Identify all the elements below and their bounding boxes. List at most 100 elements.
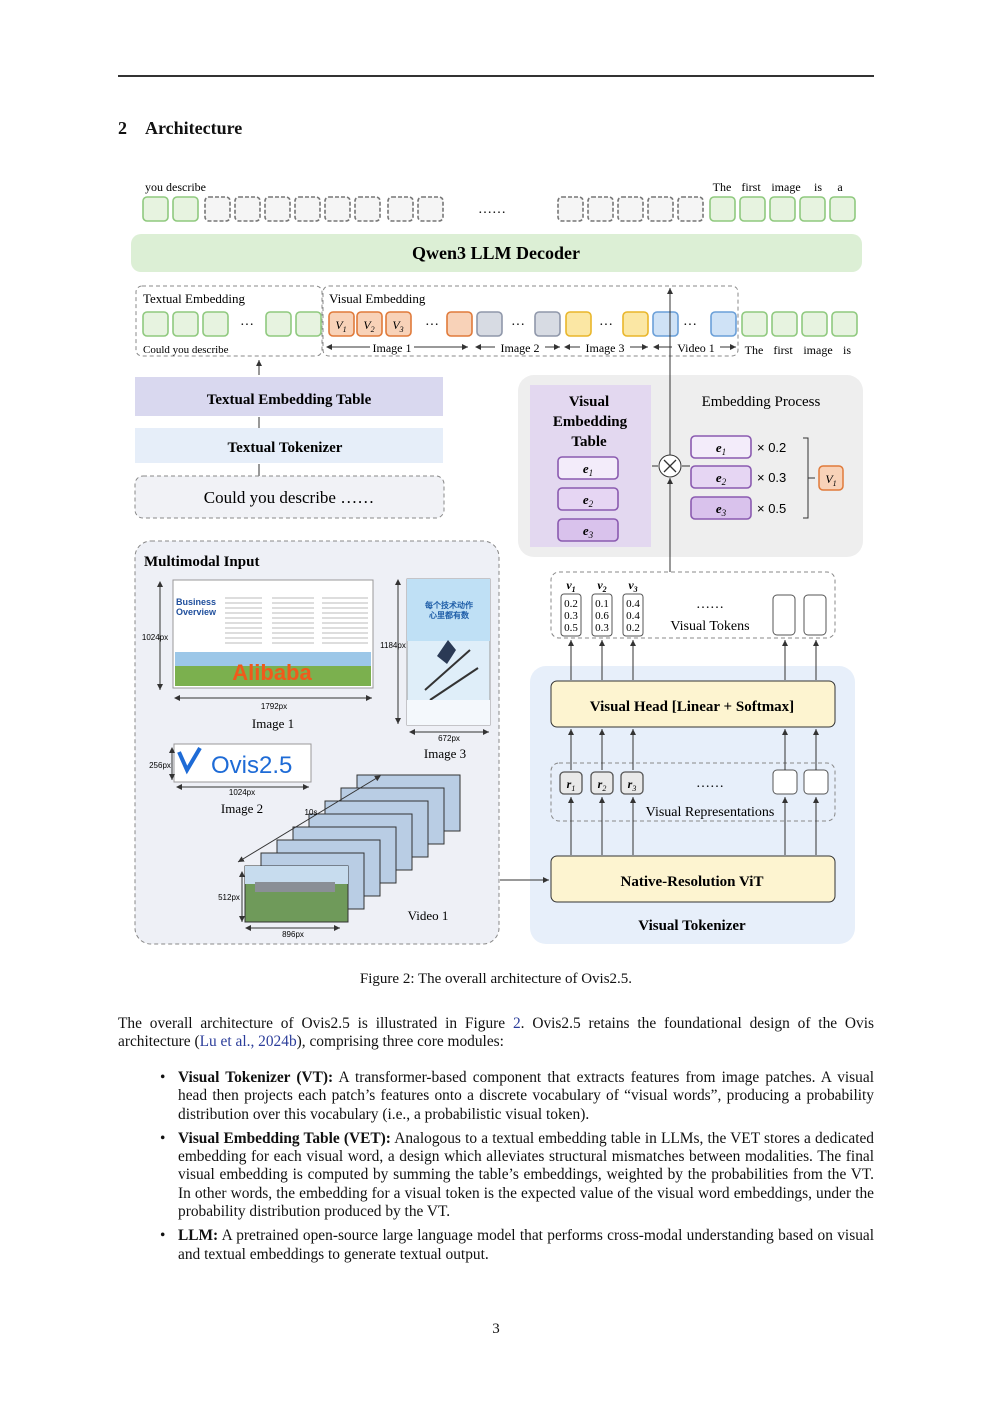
visual-tokenizer-arrows [568,640,819,855]
process-entry-label: e1 [716,440,726,457]
top-word: The [713,180,732,194]
top-dots: …… [478,202,506,217]
v-token-label: V3 [392,318,403,334]
v-value: 0.5 [564,622,578,634]
text-input-label: Could you describe …… [204,488,374,507]
text-input-box [134,475,445,519]
token [739,196,766,222]
token [769,196,796,222]
token [741,311,768,337]
vit-box [550,855,836,903]
vet-entry-label: e1 [583,461,593,478]
skier-figure [437,640,456,664]
token [557,196,584,222]
token [534,311,561,337]
token [265,311,292,337]
process-entry [690,435,752,459]
token [446,311,473,337]
decoder-box [131,234,862,272]
v-value: 0.2 [626,622,640,634]
process-weight: × 0.2 [757,440,786,455]
token [142,196,169,222]
token [172,311,199,337]
visual-representations-group [550,762,836,822]
token [565,311,592,337]
v-column-header: v2 [597,578,606,594]
list-item: •Visual Embedding Table (VET): Analogous… [160,1129,875,1221]
video-width-dim: 896px [282,930,304,939]
v-value: 0.3 [595,622,609,634]
ellipsis: ··· [240,318,254,333]
token [771,311,798,337]
v-column-header: v1 [566,578,575,594]
image1-text-lines [225,597,368,644]
v1-result-token [818,465,844,491]
video-frame-building [255,882,335,892]
token [617,196,644,222]
v-value: 0.2 [564,598,578,610]
token [356,311,383,337]
v-column-header: v3 [628,578,637,594]
token [677,196,704,222]
ovis-logo-text: Ovis2.5 [211,752,292,779]
intro-paragraph: The overall architecture of Ovis2.5 is i… [118,1015,875,1051]
list-item: •LLM: A pretrained open-source large lan… [160,1227,874,1263]
v-token-label: V1 [335,318,346,334]
process-entry [690,465,752,489]
ellipsis: ··· [511,318,525,333]
vet-entry-label: e2 [583,492,594,509]
token [234,196,261,222]
ovis-check-icon [177,746,202,775]
visual-representations-label: Visual Representations [646,805,775,820]
token [622,311,649,337]
top-word: first [741,180,761,194]
visual-embedding-group [322,285,739,357]
citation-link[interactable]: Lu et al., 2024b [199,1033,297,1051]
bottom-word: first [773,343,793,357]
token [387,196,414,222]
r-token-label: r1 [567,777,576,793]
figure-ref-link[interactable]: 2 [512,1015,521,1032]
image2-label: Image 2 [221,801,263,816]
vit-label: Native-Resolution ViT [621,874,764,890]
visual-tokenizer-label: Visual Tokenizer [638,918,746,934]
small-could-you-describe: Could you describe [143,344,229,356]
top-word: a [837,180,843,194]
video1-label: Video 1 [408,908,449,923]
top-word: is [814,180,822,194]
token [831,311,858,337]
image3-span-label: Image 3 [586,341,625,355]
r-token [590,771,614,795]
token [328,311,355,337]
token [709,196,736,222]
image1-label: Image 1 [252,716,294,731]
token [587,196,614,222]
image1-height-dim: 1024px [142,633,168,642]
token [142,311,169,337]
video-duration-dim: 10s [305,808,318,817]
sum-bracket [803,437,815,519]
image1-span-label: Image 1 [373,341,412,355]
video1-span-label: Video 1 [677,341,715,355]
process-entry-label: e2 [716,470,727,487]
visual-embedding-label: Visual Embedding [329,291,426,306]
image3-heading: 每个技术动作心里都有数 [425,600,473,620]
vet-title-1: Visual [569,394,609,410]
vet-title-2: Embedding [553,414,628,430]
top-word: image [771,180,800,194]
textual-embedding-label: Textual Embedding [143,291,245,306]
output-token-row [142,196,856,222]
token [202,311,229,337]
v-column-box [622,593,644,637]
r-token [620,771,644,795]
svg-text:V1: V1 [825,472,836,488]
token [829,196,856,222]
token [294,196,321,222]
token [652,311,679,337]
